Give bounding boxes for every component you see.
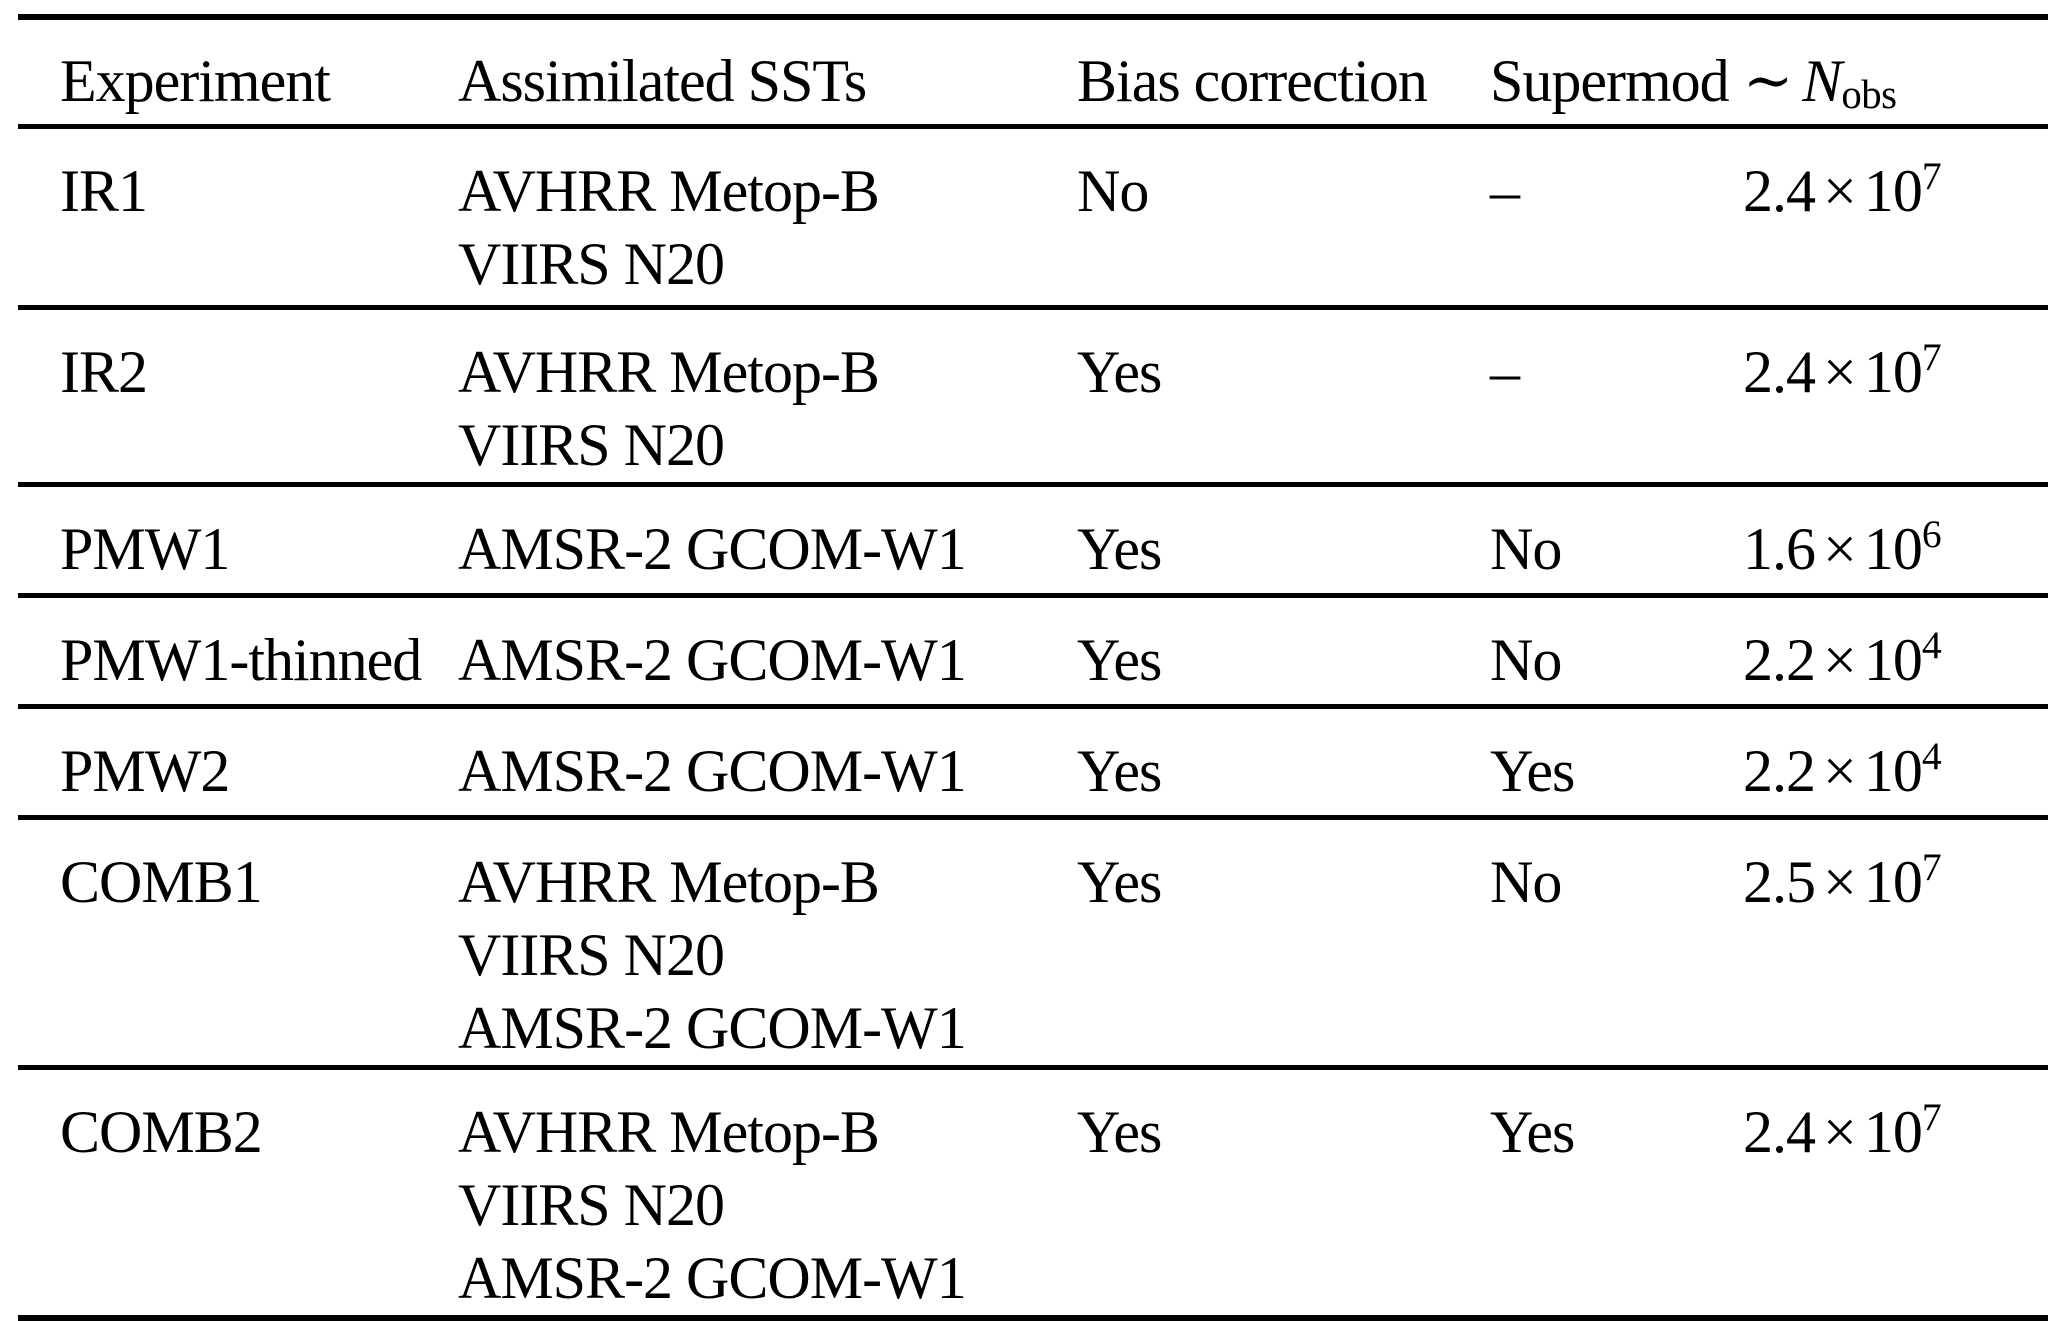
table-row: PMW2 AMSR-2 GCOM-W1 Yes Yes 2.2×104 bbox=[18, 707, 2048, 818]
nobs-mantissa: 2.4 bbox=[1743, 1099, 1816, 1165]
times-sign: × bbox=[1823, 627, 1857, 693]
nobs-exponent: 7 bbox=[1921, 154, 1942, 199]
experiment-name: PMW2 bbox=[60, 738, 230, 804]
nobs-base: 10 bbox=[1863, 516, 1923, 582]
bias-correction-value: Yes bbox=[1077, 1099, 1162, 1165]
ssts-cell: AVHRR Metop-B VIIRS N20 bbox=[458, 308, 1077, 485]
nobs-exponent: 7 bbox=[1921, 845, 1942, 890]
nobs-mantissa: 2.5 bbox=[1743, 849, 1816, 915]
nobs-mantissa: 2.2 bbox=[1743, 738, 1816, 804]
bias-correction-value: Yes bbox=[1077, 339, 1162, 405]
column-header-supermod: Supermod bbox=[1490, 48, 1730, 114]
column-header-assimilated-ssts: Assimilated SSTs bbox=[458, 48, 867, 114]
sst-line: AMSR-2 GCOM-W1 bbox=[458, 627, 967, 693]
sst-line: VIIRS N20 bbox=[458, 412, 725, 478]
ssts-cell: AVHRR Metop-B VIIRS N20 bbox=[458, 127, 1077, 308]
nobs-exponent: 7 bbox=[1921, 335, 1942, 380]
supermod-value: – bbox=[1490, 158, 1520, 224]
times-sign: × bbox=[1823, 339, 1857, 405]
sst-line: AMSR-2 GCOM-W1 bbox=[458, 995, 967, 1061]
sst-line: AMSR-2 GCOM-W1 bbox=[458, 1245, 967, 1311]
nobs-subscript: obs bbox=[1841, 72, 1897, 118]
sst-line: AVHRR Metop-B bbox=[458, 339, 880, 405]
table-row: IR2 AVHRR Metop-B VIIRS N20 Yes – 2.4×10… bbox=[18, 308, 2048, 485]
experiment-name: IR1 bbox=[60, 158, 148, 224]
times-sign: × bbox=[1823, 1099, 1857, 1165]
table-header-row: Experiment Assimilated SSTs Bias correct… bbox=[18, 17, 2048, 127]
nobs-exponent: 7 bbox=[1921, 1095, 1942, 1140]
nobs-symbol: N bbox=[1802, 48, 1842, 114]
bias-correction-value: Yes bbox=[1077, 738, 1162, 804]
ssts-cell: AMSR-2 GCOM-W1 bbox=[458, 485, 1077, 596]
nobs-base: 10 bbox=[1863, 1099, 1923, 1165]
times-sign: × bbox=[1823, 516, 1857, 582]
nobs-value: 2.5×107 bbox=[1743, 818, 2048, 1068]
experiment-name: COMB2 bbox=[60, 1099, 263, 1165]
experiment-name: PMW1 bbox=[60, 516, 230, 582]
table-row: PMW1-thinned AMSR-2 GCOM-W1 Yes No 2.2×1… bbox=[18, 596, 2048, 707]
sst-line: VIIRS N20 bbox=[458, 1172, 725, 1238]
nobs-mantissa: 2.2 bbox=[1743, 627, 1816, 693]
nobs-mantissa: 2.4 bbox=[1743, 339, 1816, 405]
experiments-table: Experiment Assimilated SSTs Bias correct… bbox=[18, 14, 2048, 1321]
nobs-value: 1.6×106 bbox=[1743, 485, 2048, 596]
times-sign: × bbox=[1823, 738, 1857, 804]
sst-line: VIIRS N20 bbox=[458, 922, 725, 988]
nobs-exponent: 4 bbox=[1921, 734, 1942, 779]
sst-line: AVHRR Metop-B bbox=[458, 1099, 880, 1165]
nobs-exponent: 6 bbox=[1921, 512, 1942, 557]
table-row: PMW1 AMSR-2 GCOM-W1 Yes No 1.6×106 bbox=[18, 485, 2048, 596]
nobs-base: 10 bbox=[1863, 627, 1923, 693]
supermod-value: – bbox=[1490, 339, 1520, 405]
times-sign: × bbox=[1823, 849, 1857, 915]
bias-correction-value: Yes bbox=[1077, 849, 1162, 915]
bias-correction-value: Yes bbox=[1077, 627, 1162, 693]
column-header-experiment: Experiment bbox=[60, 48, 331, 114]
table-row: COMB1 AVHRR Metop-B VIIRS N20 AMSR-2 GCO… bbox=[18, 818, 2048, 1068]
nobs-exponent: 4 bbox=[1921, 623, 1942, 668]
ssts-cell: AVHRR Metop-B VIIRS N20 AMSR-2 GCOM-W1 bbox=[458, 1068, 1077, 1319]
nobs-value: 2.4×107 bbox=[1743, 127, 2048, 308]
supermod-value: Yes bbox=[1490, 1099, 1575, 1165]
ssts-cell: AMSR-2 GCOM-W1 bbox=[458, 707, 1077, 818]
supermod-value: No bbox=[1490, 849, 1562, 915]
nobs-mantissa: 1.6 bbox=[1743, 516, 1816, 582]
nobs-base: 10 bbox=[1863, 339, 1923, 405]
sst-line: VIIRS N20 bbox=[458, 231, 725, 297]
nobs-value: 2.2×104 bbox=[1743, 707, 2048, 818]
nobs-value: 2.4×107 bbox=[1743, 308, 2048, 485]
experiment-name: PMW1-thinned bbox=[60, 627, 422, 693]
ssts-cell: AVHRR Metop-B VIIRS N20 AMSR-2 GCOM-W1 bbox=[458, 818, 1077, 1068]
column-header-bias-correction: Bias correction bbox=[1077, 48, 1428, 114]
nobs-value: 2.4×107 bbox=[1743, 1068, 2048, 1319]
experiment-name: COMB1 bbox=[60, 849, 263, 915]
supermod-value: No bbox=[1490, 627, 1562, 693]
ssts-cell: AMSR-2 GCOM-W1 bbox=[458, 596, 1077, 707]
experiment-name: IR2 bbox=[60, 339, 148, 405]
experiments-table-container: Experiment Assimilated SSTs Bias correct… bbox=[18, 14, 2048, 1321]
sst-line: AMSR-2 GCOM-W1 bbox=[458, 738, 967, 804]
table-row: IR1 AVHRR Metop-B VIIRS N20 No – 2.4×107 bbox=[18, 127, 2048, 308]
sst-line: AVHRR Metop-B bbox=[458, 849, 880, 915]
bias-correction-value: Yes bbox=[1077, 516, 1162, 582]
nobs-base: 10 bbox=[1863, 738, 1923, 804]
nobs-mantissa: 2.4 bbox=[1743, 158, 1816, 224]
supermod-value: No bbox=[1490, 516, 1562, 582]
sst-line: AVHRR Metop-B bbox=[458, 158, 880, 224]
times-sign: × bbox=[1823, 158, 1857, 224]
nobs-tilde: ∼ bbox=[1743, 48, 1793, 114]
bias-correction-value: No bbox=[1077, 158, 1149, 224]
nobs-value: 2.2×104 bbox=[1743, 596, 2048, 707]
nobs-base: 10 bbox=[1863, 849, 1923, 915]
supermod-value: Yes bbox=[1490, 738, 1575, 804]
sst-line: AMSR-2 GCOM-W1 bbox=[458, 516, 967, 582]
nobs-base: 10 bbox=[1863, 158, 1923, 224]
column-header-nobs: ∼Nobs bbox=[1743, 17, 2048, 127]
table-row: COMB2 AVHRR Metop-B VIIRS N20 AMSR-2 GCO… bbox=[18, 1068, 2048, 1319]
